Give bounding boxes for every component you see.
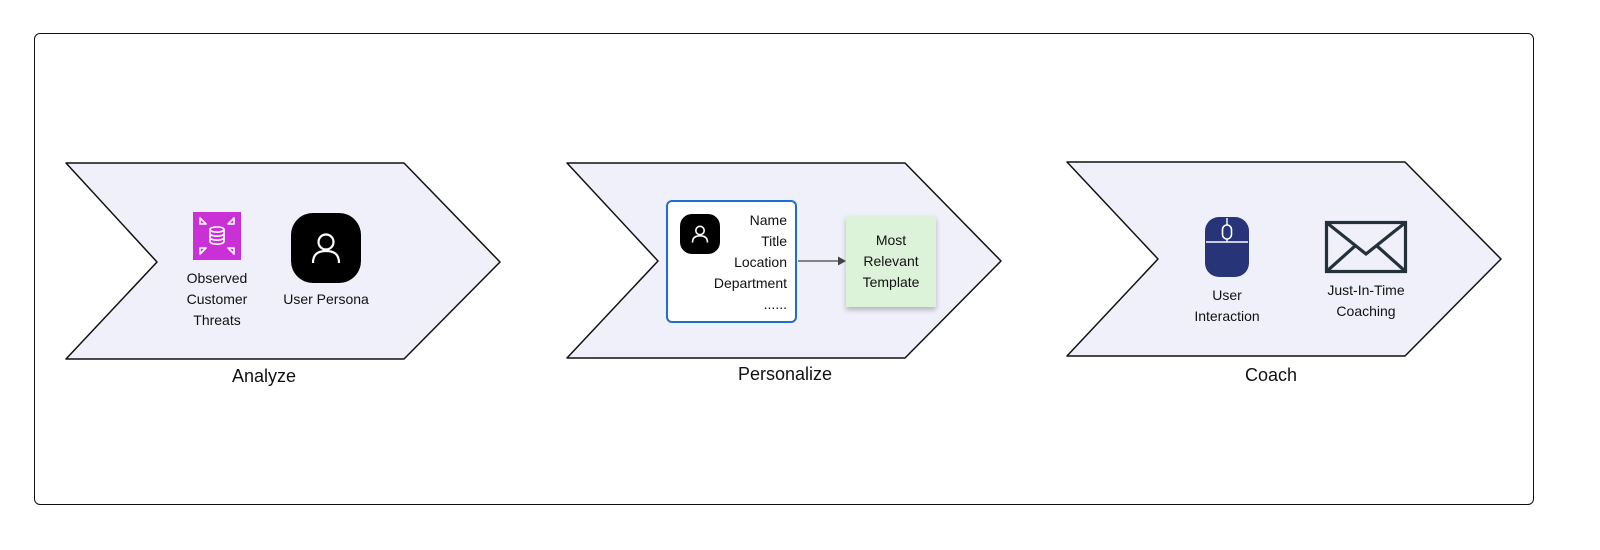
profile-card: Name Title Location Department ...... — [666, 200, 797, 323]
item-label-observed-threats: Observed Customer Threats — [186, 270, 248, 328]
item-label-user-interaction: User Interaction — [1194, 287, 1260, 324]
chevron-coach — [1066, 161, 1502, 357]
item-label-just-in-time-coaching: Just-In-Time Coaching — [1327, 282, 1405, 319]
diagram-frame — [34, 33, 1534, 505]
profile-field-more: ...... — [763, 296, 787, 312]
user-persona-icon — [291, 213, 361, 283]
envelope-icon — [1324, 220, 1408, 274]
profile-field-title: Title — [761, 233, 787, 249]
profile-fields: Name Title Location Department ...... — [714, 210, 787, 315]
profile-field-location: Location — [734, 254, 787, 270]
item-label-user-persona: User Persona — [283, 291, 369, 307]
template-note-label: Most Relevant Template — [862, 232, 920, 290]
stage-label-coach: Coach — [1244, 365, 1298, 385]
stage-label-personalize: Personalize — [737, 364, 833, 384]
database-scan-icon — [193, 212, 241, 260]
profile-field-name: Name — [749, 212, 787, 228]
template-note: Most Relevant Template — [846, 216, 936, 307]
mouse-icon — [1204, 216, 1250, 278]
stage-label-analyze: Analyze — [231, 366, 297, 386]
chevron-analyze — [65, 162, 501, 360]
connector-arrowhead — [838, 256, 846, 266]
profile-field-department: Department — [713, 275, 787, 291]
user-avatar-icon — [680, 214, 720, 254]
